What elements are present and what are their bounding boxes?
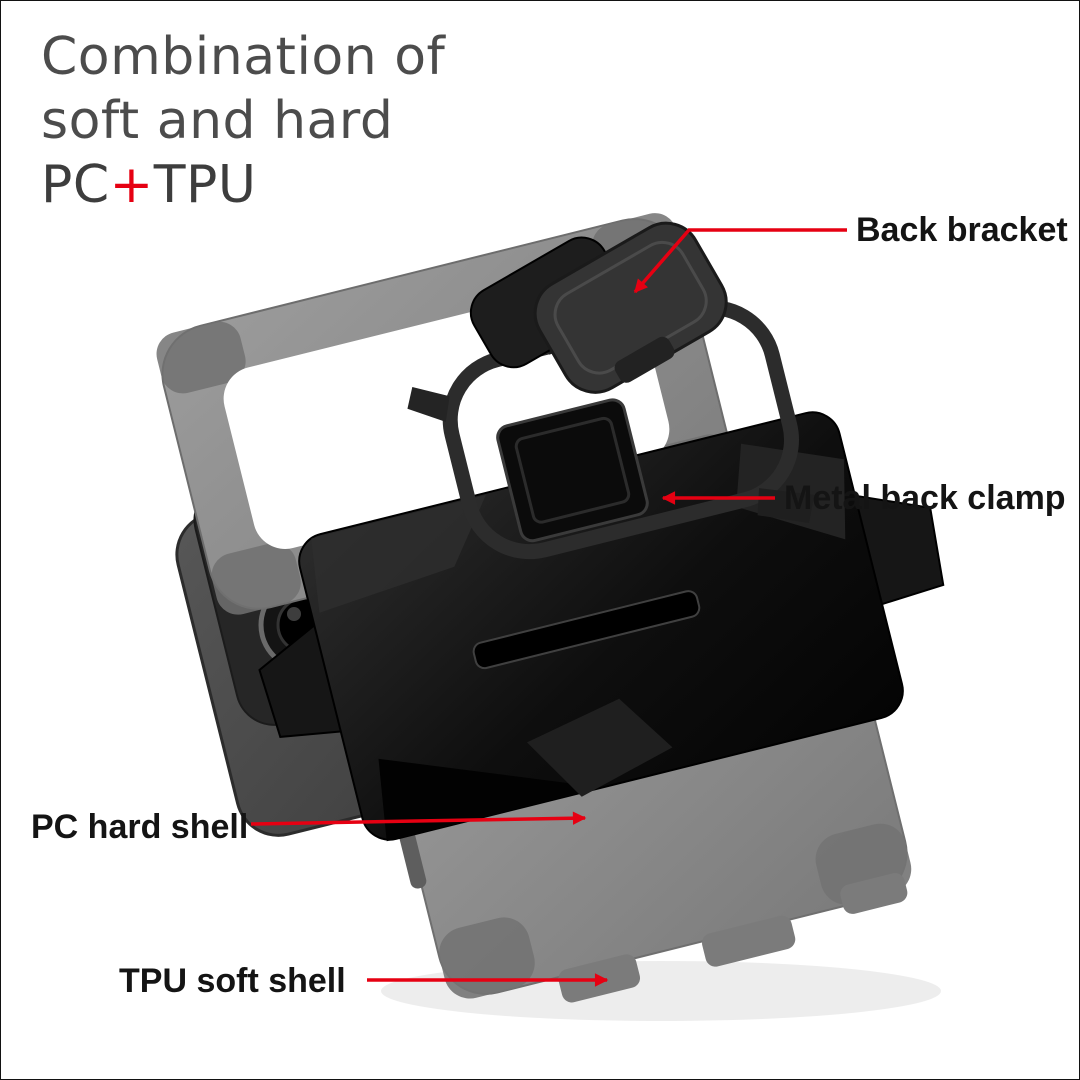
kickstand-slot (472, 590, 701, 670)
callout-pc-hard-shell: PC hard shell (31, 808, 249, 846)
title-pc: PC (41, 155, 110, 215)
pc-hard-shell-shape (258, 398, 945, 842)
shell-foot (702, 915, 796, 967)
plus-sign: + (109, 155, 154, 215)
callout-metal-back-clamp: Metal back clamp (784, 479, 1066, 517)
shell-foot (840, 873, 908, 914)
back-bracket-shape (469, 221, 728, 394)
title-tpu: TPU (153, 155, 257, 215)
callout-back-bracket: Back bracket (856, 211, 1068, 249)
leader-line-pc-hard-shell (250, 811, 587, 826)
leader-line-back-bracket (633, 228, 847, 294)
title-line-1: Combination of (41, 27, 446, 87)
callout-tpu-soft-shell: TPU soft shell (119, 962, 346, 1000)
title-line-2: soft and hard (41, 91, 394, 151)
page-title: Combination of soft and hard PC+TPU (41, 25, 445, 217)
title-formula: PC+TPU (41, 153, 445, 217)
